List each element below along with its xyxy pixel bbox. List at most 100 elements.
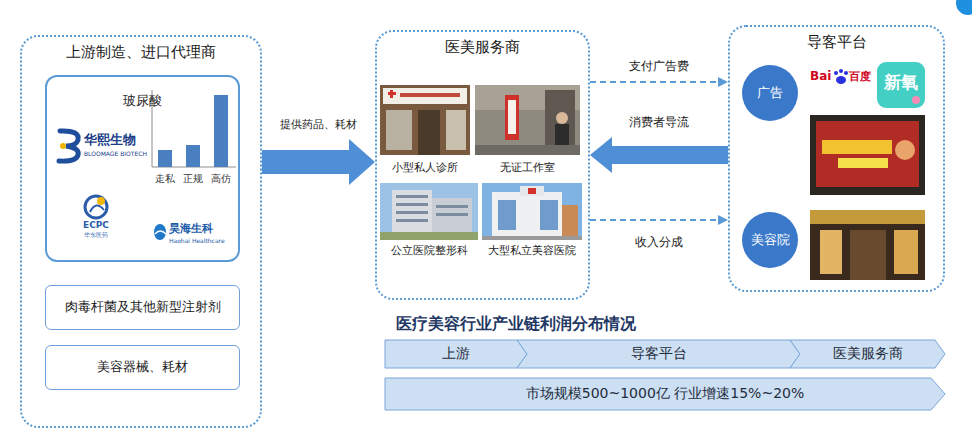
band-shape (517, 340, 800, 368)
logo-subtext: BLOOMAGE BIOTECH (84, 151, 147, 158)
paw-dot (834, 71, 838, 75)
ad-photo (810, 115, 925, 195)
baidu-paw (834, 69, 848, 84)
chevron-band: 导客平台 (517, 340, 800, 368)
product-box: 肉毒杆菌及其他新型注射剂 (45, 285, 240, 330)
logo-shape (154, 224, 166, 240)
photo-caption: 公立医院整形科 (391, 244, 468, 258)
group-panel: 医美服务商小型私人诊所 无证工作室公立医院整形科 大型私立美容医院 (375, 30, 590, 300)
axis-label: 走私 (155, 173, 175, 185)
studio-photo (475, 85, 580, 155)
person (556, 112, 568, 124)
flow-arrow (590, 137, 728, 173)
hospital-photo (380, 183, 478, 240)
lit-window (820, 230, 842, 274)
node-text: 美容器械、耗材 (97, 359, 188, 375)
axis-label: 正规 (183, 173, 203, 185)
channel-circle: 美容院 (742, 212, 798, 268)
photo-caption: 小型私人诊所 (392, 161, 458, 175)
spa-sign (810, 210, 925, 224)
vertical-sign (505, 95, 519, 140)
chart-bar (186, 145, 200, 167)
logo-text: 华熙生物 (84, 133, 136, 148)
photo-ground (475, 85, 580, 155)
hospital-mark (528, 188, 536, 194)
building-top (520, 186, 544, 196)
company-logo (59, 131, 78, 161)
node-text: 美容院 (751, 232, 790, 248)
sky (380, 183, 478, 240)
lit-window (894, 230, 918, 274)
logo-dot (60, 143, 66, 149)
node-text: 市场规模500~1000亿 行业增速15%~20% (526, 385, 805, 403)
photo-caption: 大型私立美容医院 (488, 244, 576, 258)
paw-dot (844, 71, 848, 75)
band-shape (385, 378, 945, 410)
chevron-band: 医美服务商 (790, 340, 945, 368)
flow-arrow (590, 77, 728, 87)
market-band: 市场规模500~1000亿 行业增速15%~20% (385, 378, 945, 410)
screen-banner (822, 140, 892, 154)
screen (816, 121, 919, 187)
sign-panel (508, 100, 516, 134)
company-logo (154, 224, 166, 240)
chevron-band: 上游 (385, 340, 527, 368)
logo-text: 昊海生科 (169, 223, 213, 236)
shop-sign (383, 88, 467, 104)
chart-bar (214, 95, 228, 167)
company-logo (85, 196, 107, 218)
glass (540, 200, 558, 230)
photo-ground (810, 115, 925, 195)
node-text: 医美服务商 (833, 345, 903, 363)
clinic-photo (380, 85, 470, 155)
node-text: 肉毒杆菌及其他新型注射剂 (65, 299, 221, 315)
dashed-arrow-line (590, 81, 718, 83)
building (432, 198, 472, 232)
axis-label: 高仿 (211, 173, 231, 185)
node-text: 导客平台 (631, 345, 687, 363)
chart-bar (158, 150, 172, 167)
paw-pad (836, 76, 846, 84)
band-shape (790, 340, 945, 368)
product-box: 美容器械、耗材 (45, 345, 240, 390)
arrow-head (718, 215, 728, 225)
photo-ground (810, 210, 925, 280)
windows (396, 211, 428, 214)
spa-photo (810, 210, 925, 280)
windows (436, 213, 468, 216)
photo-caption: 无证工作室 (500, 161, 555, 175)
road (482, 236, 582, 240)
band-shape (385, 340, 527, 368)
app-name: 新氧 (884, 73, 918, 93)
logo-shape (90, 205, 104, 212)
dashed-arrow-line (590, 219, 718, 221)
edge-label: 收入分成 (633, 236, 685, 250)
shop-window (446, 110, 466, 150)
glass (498, 200, 516, 230)
photo-ground (380, 85, 470, 155)
windows (396, 203, 428, 206)
edge-label: 支付广告费 (627, 60, 691, 74)
edge-label: 提供药品、耗材 (278, 119, 359, 132)
shop-window (386, 110, 412, 150)
panel-heading: 医美服务商 (445, 38, 520, 57)
node-text: 玻尿酸 (123, 93, 162, 109)
arrow-head (718, 77, 728, 87)
flow-arrow (262, 139, 375, 185)
logo-dot (97, 197, 105, 205)
photo-tile: 公立医院整形科 (380, 183, 478, 258)
spa-door (850, 230, 886, 280)
building (492, 192, 562, 236)
screen-figure (895, 140, 915, 160)
hospital-photo (482, 183, 582, 240)
screen-banner (838, 158, 888, 168)
photo-tile: 大型私立美容医院 (482, 183, 582, 258)
windows (436, 205, 468, 208)
node-text: 上游 (442, 345, 470, 363)
edge-label: 消费者导流 (627, 116, 691, 130)
logo-text: 百度 (849, 71, 871, 84)
